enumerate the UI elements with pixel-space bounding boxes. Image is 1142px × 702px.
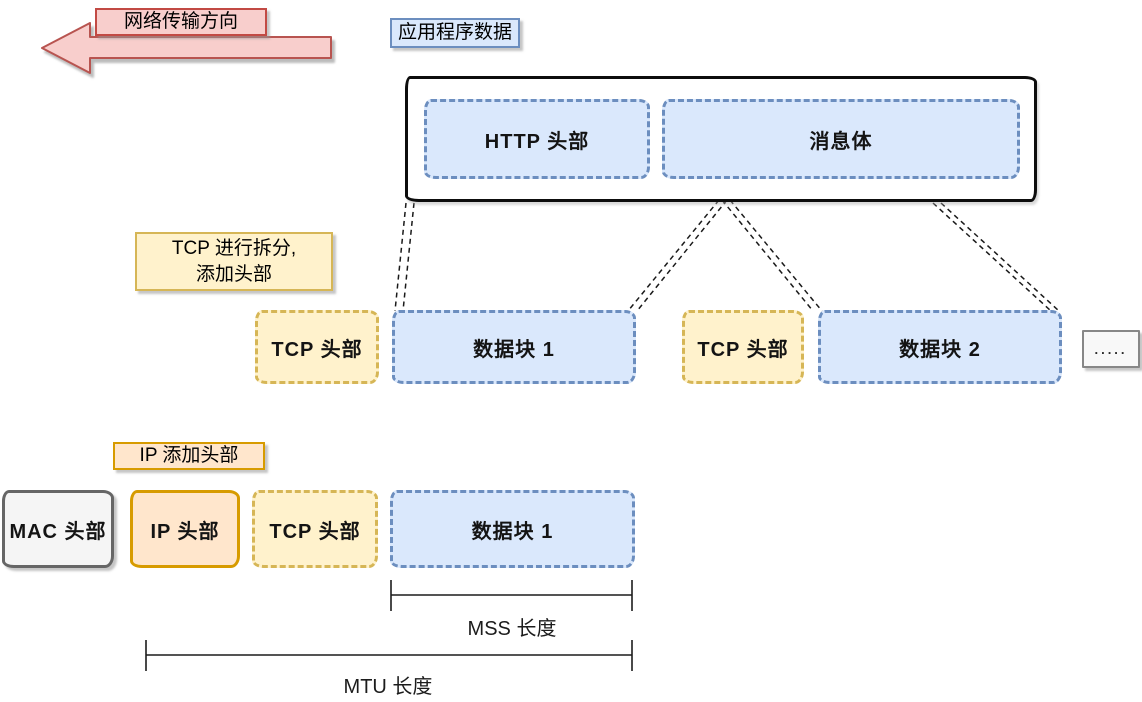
mss-length-label: MSS 长度 (467, 618, 557, 640)
mss-line (390, 580, 633, 611)
data-chunk-1-frame-box: 数据块 1 (390, 490, 635, 568)
tcp-header-3-box: TCP 头部 (252, 490, 378, 568)
ip-header-box: IP 头部 (130, 490, 240, 568)
tcp-split-note: TCP 进行拆分, 添加头部 (135, 232, 333, 291)
message-body-box: 消息体 (662, 99, 1020, 179)
mtu-length-label: MTU 长度 (343, 676, 433, 698)
http-header-box: HTTP 头部 (424, 99, 650, 179)
data-chunk-2-box: 数据块 2 (818, 310, 1062, 384)
ip-add-header-note: IP 添加头部 (113, 442, 265, 470)
tcp-split-note-line1: TCP 进行拆分, (171, 237, 297, 259)
tcp-split-note-line2: 添加头部 (195, 263, 272, 285)
mtu-line (145, 640, 633, 671)
tcp-header-2-box: TCP 头部 (682, 310, 804, 384)
ellipsis-box: ..... (1082, 330, 1140, 368)
left-arrow-icon (41, 22, 332, 74)
data-chunk-1-box: 数据块 1 (392, 310, 636, 384)
application-data-label: 应用程序数据 (390, 18, 520, 48)
tcp-header-1-box: TCP 头部 (255, 310, 379, 384)
direction-label: 网络传输方向 (95, 8, 267, 36)
mac-header-box: MAC 头部 (2, 490, 114, 568)
